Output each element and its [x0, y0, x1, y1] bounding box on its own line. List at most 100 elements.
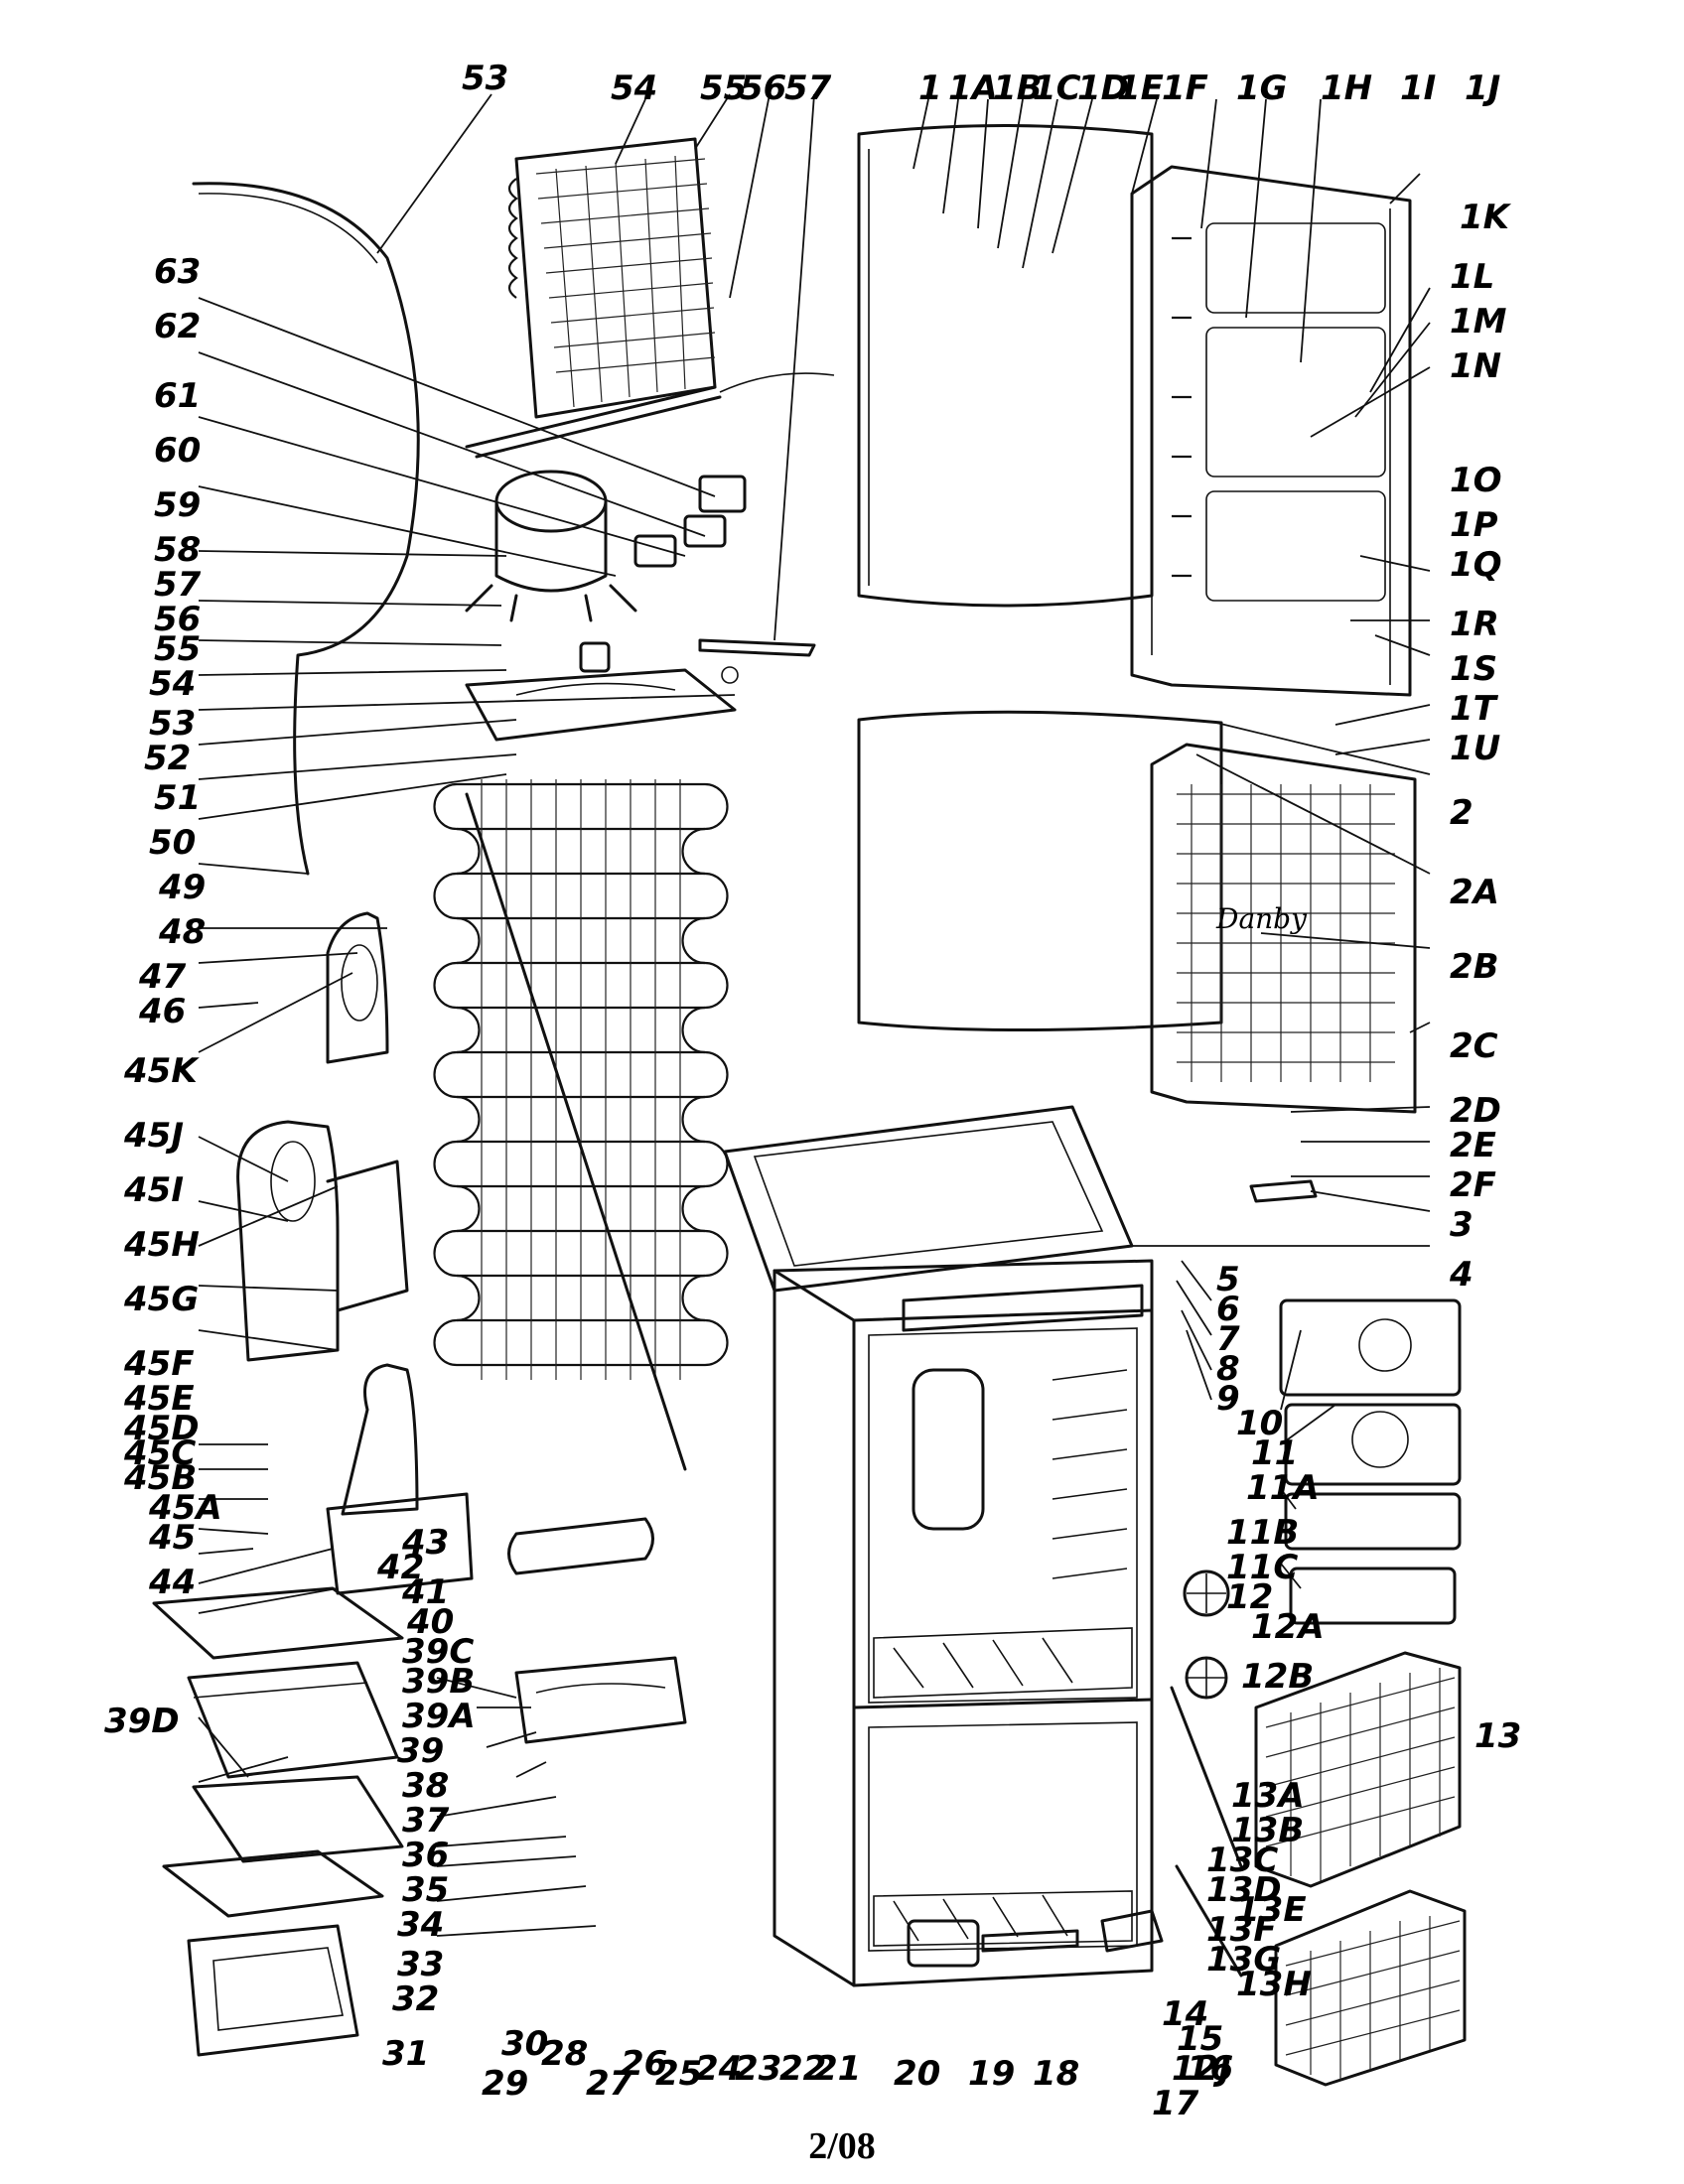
- callout-2D: 2D: [1450, 1091, 1501, 1131]
- callout-43: 43: [401, 1523, 449, 1563]
- callout-51: 51: [154, 778, 201, 818]
- callout-1U: 1U: [1450, 729, 1500, 768]
- callout-13D: 13D: [1206, 1870, 1282, 1910]
- callout-1S: 1S: [1450, 649, 1497, 689]
- callout-13B: 13B: [1231, 1811, 1304, 1850]
- fan-blade: [1183, 1570, 1230, 1700]
- callout-13H: 13H: [1236, 1965, 1312, 2004]
- callout-17: 17: [1152, 2084, 1199, 2123]
- fresh-food-door: [857, 124, 1154, 608]
- wire-basket-upper: [1254, 1651, 1462, 1888]
- callout-1N: 1N: [1450, 346, 1501, 386]
- callout-28: 28: [541, 2034, 588, 2074]
- drain-tube: [507, 1517, 654, 1575]
- callout-labels-upper-left: 53 54 55 56 57 58 59 60 61 62 63: [149, 252, 202, 744]
- callout-39B: 39B: [402, 1662, 475, 1702]
- callout-1H: 1H: [1321, 68, 1372, 108]
- callout-34: 34: [397, 1905, 444, 1945]
- control-housing: [236, 1120, 474, 1595]
- callout-50: 50: [149, 823, 196, 863]
- callout-13A: 13A: [1231, 1776, 1305, 1816]
- filter-drier: [698, 638, 816, 657]
- callout-25: 25: [655, 2054, 702, 2094]
- compressor: [465, 470, 747, 673]
- callout-13: 13: [1474, 1716, 1521, 1756]
- thermostat-housing: [326, 911, 389, 1064]
- cabinet: [723, 1105, 1154, 1987]
- callout-45J: 45J: [123, 1116, 184, 1156]
- callout-2: 2: [1450, 793, 1474, 833]
- freezer-door-liner: Danby: [1150, 743, 1417, 1114]
- callout-55: 55: [154, 629, 201, 669]
- callout-6: 6: [1216, 1290, 1240, 1329]
- callout-11A: 11A: [1246, 1468, 1320, 1508]
- callout-22: 22: [779, 2049, 826, 2089]
- back-condenser: [433, 779, 729, 1471]
- callout-1L: 1L: [1450, 257, 1494, 297]
- callout-67: 56: [740, 68, 786, 108]
- callout-18: 18: [1033, 2054, 1079, 2094]
- callout-58: 58: [154, 530, 201, 570]
- callout-14: 14: [1162, 1994, 1208, 2034]
- callout-65: 54: [611, 68, 657, 108]
- callout-13G: 13G: [1206, 1940, 1281, 1979]
- callout-12A: 12A: [1251, 1607, 1325, 1647]
- brand-label: Danby: [1215, 902, 1308, 935]
- callout-39D: 39D: [104, 1702, 180, 1741]
- callout-1C: 1C: [1033, 68, 1081, 108]
- callout-45I: 45I: [123, 1170, 184, 1210]
- callout-41: 41: [401, 1572, 449, 1612]
- compressor-base-plate: [465, 666, 739, 742]
- callout-52: 52: [144, 739, 191, 778]
- callout-62: 62: [154, 307, 201, 346]
- callout-1A: 1A: [948, 68, 998, 108]
- callout-1J: 1J: [1465, 68, 1500, 108]
- callout-45H: 45H: [123, 1225, 200, 1265]
- callout-32: 32: [392, 1979, 439, 2019]
- callout-12: 12: [1226, 1577, 1273, 1617]
- callout-1G: 1G: [1236, 68, 1288, 108]
- callout-5: 5: [1216, 1260, 1240, 1299]
- callout-47: 47: [138, 957, 187, 997]
- callout-1P: 1P: [1450, 505, 1498, 545]
- callout-2F: 2F: [1450, 1165, 1496, 1205]
- callout-1R: 1R: [1450, 605, 1499, 644]
- leader-lines: [198, 93, 1431, 1937]
- callout-45C: 45C: [123, 1433, 196, 1473]
- callout-39A: 39A: [402, 1697, 476, 1736]
- callout-40: 40: [406, 1602, 454, 1642]
- callout-29: 29: [482, 2064, 528, 2104]
- callout-61: 61: [154, 376, 201, 416]
- callout-33: 33: [397, 1945, 444, 1984]
- callout-13C: 13C: [1206, 1841, 1278, 1880]
- callout-1: 1: [918, 68, 942, 108]
- callout-60: 60: [154, 431, 201, 471]
- leveling-parts: [907, 1686, 1243, 1978]
- callout-42: 42: [376, 1548, 424, 1587]
- callout-49: 49: [158, 868, 206, 907]
- callout-27: 27: [586, 2064, 633, 2104]
- page-number: 2/08: [808, 2125, 876, 2167]
- callout-66: 55: [700, 68, 747, 108]
- callout-8: 8: [1216, 1349, 1240, 1389]
- callout-48: 48: [158, 912, 206, 952]
- hinge-bracket: [1249, 1179, 1318, 1203]
- callout-12J: 12J: [1172, 2049, 1231, 2089]
- capillary-tube: [192, 182, 420, 876]
- callout-13F: 13F: [1206, 1910, 1277, 1950]
- callout-54: 54: [149, 664, 196, 704]
- callout-37: 37: [402, 1801, 450, 1841]
- callout-26: 26: [621, 2044, 667, 2084]
- callout-1Q: 1Q: [1450, 545, 1502, 585]
- callout-45E: 45E: [123, 1379, 195, 1419]
- wire-basket-lower: [1274, 1889, 1467, 2087]
- callout-45A: 45A: [148, 1488, 222, 1528]
- callout-30: 30: [501, 2024, 548, 2064]
- callout-7: 7: [1216, 1319, 1240, 1359]
- callout-2C: 2C: [1450, 1026, 1498, 1066]
- callout-1E: 1E: [1117, 68, 1164, 108]
- callout-39: 39: [397, 1731, 444, 1771]
- callout-45: 45: [148, 1518, 196, 1558]
- callout-45B: 45B: [123, 1458, 197, 1498]
